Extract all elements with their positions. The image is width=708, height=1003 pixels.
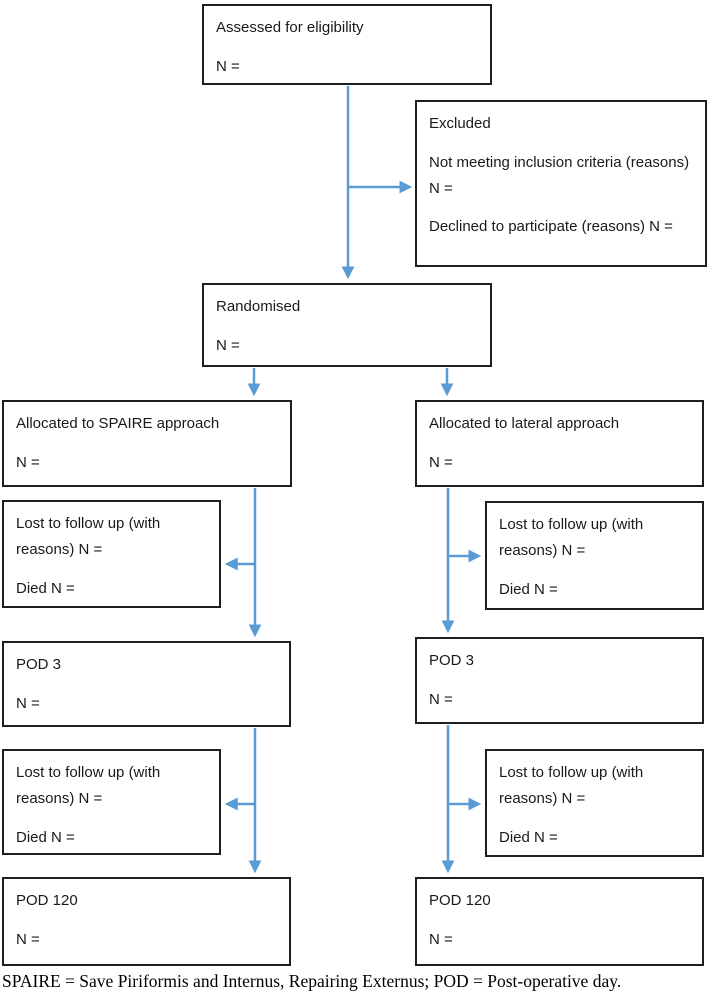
box-pod3-spaire: POD 3 N = [2, 641, 291, 727]
box-line: POD 3 [16, 656, 62, 673]
box-allocated-lateral: Allocated to lateral approach N = [415, 400, 704, 487]
box-line: POD 3 [429, 652, 475, 669]
box-line: Allocated to lateral approach [429, 415, 620, 432]
box-line: Excluded [429, 115, 491, 132]
box-line: POD 120 [429, 892, 491, 909]
box-line: Declined to participate (reasons) N = [429, 218, 673, 236]
box-line: N = [16, 930, 40, 948]
box-line: N = [216, 336, 240, 354]
box-line: Randomised [216, 298, 301, 315]
box-line: Not meeting inclusion criteria (reasons)… [429, 153, 690, 197]
box-line: N = [429, 453, 453, 471]
box-line: Lost to follow up (with reasons) N = [16, 515, 161, 558]
box-line: Allocated to SPAIRE approach [16, 415, 220, 432]
box-lost-spaire-2: Lost to follow up (with reasons) N = Die… [2, 749, 221, 855]
box-assessed-for-eligibility: Assessed for eligibility N = [202, 4, 492, 85]
box-line: Died N = [499, 828, 558, 846]
box-pod120-spaire: POD 120 N = [2, 877, 291, 966]
box-line: Assessed for eligibility [216, 19, 364, 36]
box-line: Died N = [16, 579, 75, 597]
abbreviations-caption: SPAIRE = Save Piriformis and Internus, R… [2, 971, 622, 991]
box-line: Died N = [499, 580, 558, 598]
box-lost-lateral-2: Lost to follow up (with reasons) N = Die… [485, 749, 704, 857]
box-line: Lost to follow up (with reasons) N = [16, 764, 161, 807]
box-pod3-lateral: POD 3 N = [415, 637, 704, 724]
box-line: N = [16, 453, 40, 471]
box-lost-lateral-1: Lost to follow up (with reasons) N = Die… [485, 501, 704, 610]
box-line: N = [429, 930, 453, 948]
box-lost-spaire-1: Lost to follow up (with reasons) N = Die… [2, 500, 221, 608]
box-line: Died N = [16, 828, 75, 846]
box-pod120-lateral: POD 120 N = [415, 877, 704, 966]
box-allocated-spaire: Allocated to SPAIRE approach N = [2, 400, 292, 487]
box-line: N = [429, 690, 453, 708]
box-line: N = [16, 694, 40, 712]
box-line: N = [216, 57, 240, 75]
box-line: Lost to follow up (with reasons) N = [499, 764, 644, 807]
box-randomised: Randomised N = [202, 283, 492, 367]
box-line: POD 120 [16, 892, 78, 909]
box-line: Lost to follow up (with reasons) N = [499, 516, 644, 559]
box-excluded: Excluded Not meeting inclusion criteria … [415, 100, 707, 267]
